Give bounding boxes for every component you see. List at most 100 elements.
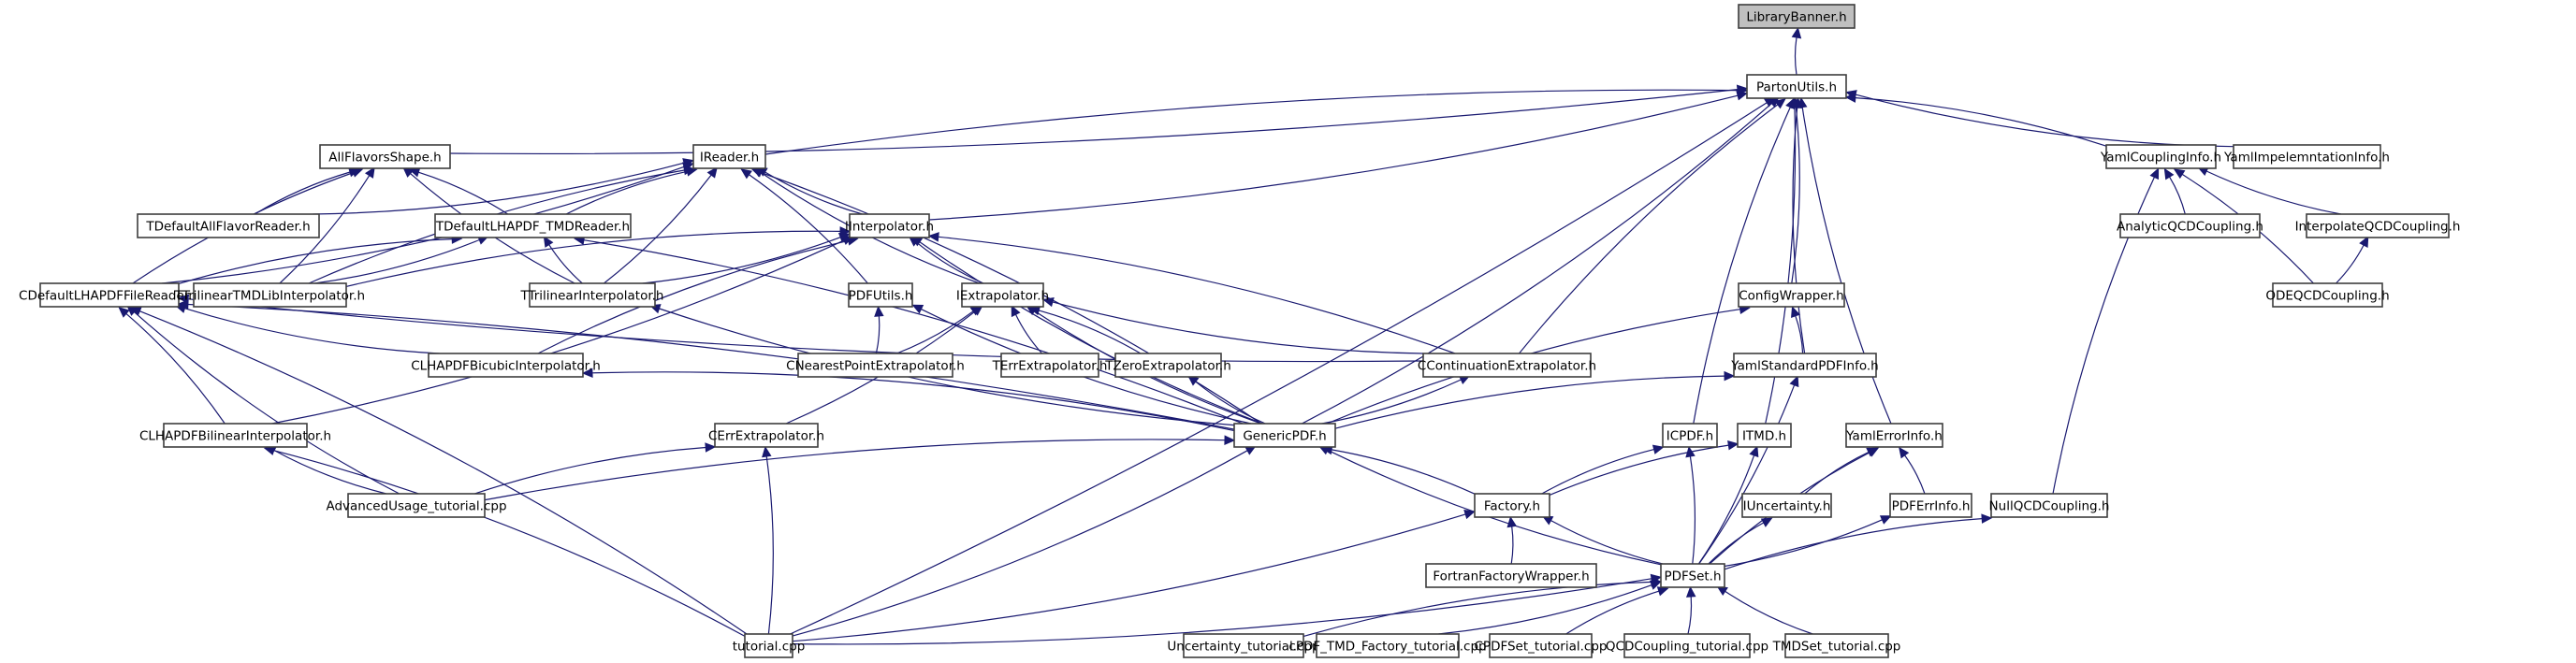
edge-line xyxy=(1765,107,1797,425)
arrowhead-icon xyxy=(1224,435,1236,445)
node-cnearestpointextrapolator-h[interactable]: CNearestPointExtrapolator.h xyxy=(786,353,965,378)
node-yamlstandardpdfinfo-h[interactable]: YamlStandardPDFInfo.h xyxy=(1730,353,1879,378)
edge-partonutils-to-librarybanner xyxy=(1791,26,1802,76)
node-iinterpolator-h[interactable]: IInterpolator.h xyxy=(845,213,934,238)
node-itmd-h[interactable]: ITMD.h xyxy=(1737,423,1792,448)
node-cdefaultlhapdffilereader-h[interactable]: CDefaultLHAPDFFileReader.h xyxy=(19,282,200,308)
node-ttrilineartmdlibinterpolator-h[interactable]: TTrilinearTMDLibInterpolator.h xyxy=(174,282,365,308)
node-configwrapper-h[interactable]: ConfigWrapper.h xyxy=(1738,282,1845,308)
edge-yamlstandardpdfinfo-to-configwrapper xyxy=(1791,306,1804,354)
node-label: TMDSet_tutorial.cpp xyxy=(1772,640,1901,655)
node-label: IUncertainty.h xyxy=(1743,499,1831,514)
edge-tzeroextrapolator-to-iextrapolator xyxy=(1028,305,1142,354)
node-icpdf-h[interactable]: ICPDF.h xyxy=(1662,423,1718,448)
node-tzeroextrapolator-h[interactable]: TZeroExtrapolator.h xyxy=(1104,353,1231,378)
node-cpdf-tmd-factory-tutorial-cpp[interactable]: cPDF_TMD_Factory_tutorial.cpp xyxy=(1288,633,1487,658)
arrowhead-icon xyxy=(1506,515,1518,528)
node-genericpdf-h[interactable]: GenericPDF.h xyxy=(1233,423,1336,448)
node-yamlcouplinginfo-h[interactable]: YamlCouplingInfo.h xyxy=(2100,144,2221,169)
node-yamlimpelemntationinfo-h[interactable]: YamlImpelemntationInfo.h xyxy=(2223,144,2390,169)
node-label: QCDCoupling_tutorial.cpp xyxy=(1606,640,1768,655)
node-label: ICPDF.h xyxy=(1666,429,1713,444)
edge-line xyxy=(474,446,706,495)
edge-cnearestpointextrapolator-to-pdfutils xyxy=(874,305,884,354)
node-box xyxy=(2119,213,2261,238)
node-pdfutils-h[interactable]: PDFUtils.h xyxy=(848,282,913,308)
node-clhapdfbicubicinterpolator-h[interactable]: CLHAPDFBicubicInterpolator.h xyxy=(411,353,601,378)
edge-line xyxy=(279,175,371,284)
node-box xyxy=(434,213,632,238)
node-iextrapolator-h[interactable]: IExtrapolator.h xyxy=(956,282,1049,308)
node-ccontinuationextrapolator-h[interactable]: CContinuationExtrapolator.h xyxy=(1418,353,1596,378)
edge-line xyxy=(1804,451,1870,495)
node-analyticqcdcoupling-h[interactable]: AnalyticQCDCoupling.h xyxy=(2117,213,2263,238)
edge-clhapdfbilinearinterpolator-to-iinterpolator xyxy=(271,236,854,425)
edge-line xyxy=(254,171,351,215)
edge-clhapdfbilinearinterpolator-to-cdefaultlhapdffilereader xyxy=(118,307,226,425)
edge-yamlcouplinginfo-to-partonutils xyxy=(1844,93,2107,147)
arrowhead-icon xyxy=(1463,510,1476,520)
node-qcdcoupling-tutorial-cpp[interactable]: QCDCoupling_tutorial.cpp xyxy=(1606,633,1768,658)
node-iuncertainty-h[interactable]: IUncertainty.h xyxy=(1741,493,1832,518)
node-label: CLHAPDFBilinearInterpolator.h xyxy=(139,429,331,444)
edge-line xyxy=(1303,581,1652,638)
edge-line xyxy=(1549,444,1729,496)
node-ireader-h[interactable]: IReader.h xyxy=(692,144,766,169)
node-tdefaultlhapdf-tmdreader-h[interactable]: TDefaultLHAPDF_TMDReader.h xyxy=(434,213,632,238)
edge-line xyxy=(792,578,1652,645)
node-factory-h[interactable]: Factory.h xyxy=(1474,493,1550,518)
node-tdefaultallflavorreader-h[interactable]: TDefaultAllFlavorReader.h xyxy=(137,213,320,238)
arrowhead-icon xyxy=(683,165,695,176)
node-nullqcdcoupling-h[interactable]: NullQCDCoupling.h xyxy=(1989,493,2110,518)
arrowhead-icon xyxy=(1789,375,1799,388)
edge-fortranfactorywrapper-to-factory xyxy=(1506,515,1518,565)
edge-tutorial-to-factory xyxy=(792,510,1476,642)
node-ttrilinearinterpolator-h[interactable]: TTrilinearInterpolator.h xyxy=(519,282,664,308)
node-cerrextrapolator-h[interactable]: CErrExtrapolator.h xyxy=(708,423,824,448)
edge-cpdfset-tutorial-to-pdfset xyxy=(1565,586,1669,635)
node-box xyxy=(137,213,320,238)
node-odeqcdcoupling-h[interactable]: ODEQCDCoupling.h xyxy=(2265,282,2390,308)
node-label: CErrExtrapolator.h xyxy=(708,429,824,444)
node-tutorial-cpp[interactable]: tutorial.cpp xyxy=(733,633,806,658)
edge-cpdf-tmd-factory-tutorial-to-pdfset xyxy=(1438,580,1662,635)
edge-line xyxy=(1565,590,1659,635)
node-terrextrapolator-h[interactable]: TErrExtrapolator.h xyxy=(992,353,1108,378)
node-label: LibraryBanner.h xyxy=(1746,10,1846,25)
node-label: FortranFactoryWrapper.h xyxy=(1433,569,1589,584)
node-label: ITMD.h xyxy=(1742,429,1786,444)
edge-line xyxy=(764,171,863,215)
node-cpdfset-tutorial-cpp[interactable]: CPDFSet_tutorial.cpp xyxy=(1475,633,1608,658)
node-box xyxy=(1623,633,1751,658)
node-partonutils-h[interactable]: PartonUtils.h xyxy=(1746,74,1847,99)
edge-line xyxy=(604,174,712,284)
node-label: CDefaultLHAPDFFileReader.h xyxy=(19,289,200,304)
node-tmdset-tutorial-cpp[interactable]: TMDSet_tutorial.cpp xyxy=(1772,633,1901,658)
edge-allflavorsshape-to-partonutils xyxy=(449,84,1749,155)
node-box xyxy=(1114,353,1222,378)
node-uncertainty-tutorial-cpp[interactable]: Uncertainty_tutorial.cpp xyxy=(1167,633,1320,658)
node-allflavorsshape-h[interactable]: AllFlavorsShape.h xyxy=(319,144,451,169)
node-pdferrinfo-h[interactable]: PDFErrInfo.h xyxy=(1889,493,1972,518)
node-label: PDFSet.h xyxy=(1664,569,1721,584)
edge-line xyxy=(659,308,1235,426)
edge-line xyxy=(1698,384,1796,565)
node-interpolateqcdcoupling-h[interactable]: InterpolateQCDCoupling.h xyxy=(2295,213,2461,238)
arrowhead-icon xyxy=(1981,513,1993,524)
node-yamlerrorinfo-h[interactable]: YamlErrorInfo.h xyxy=(1845,423,1943,448)
node-label: CContinuationExtrapolator.h xyxy=(1418,359,1596,374)
node-clhapdfbilinearinterpolator-h[interactable]: CLHAPDFBilinearInterpolator.h xyxy=(139,423,331,448)
node-fortranfactorywrapper-h[interactable]: FortranFactoryWrapper.h xyxy=(1425,563,1597,588)
arrowhead-icon xyxy=(1867,447,1880,457)
node-box xyxy=(961,282,1044,308)
node-advancedusage-tutorial-cpp[interactable]: AdvancedUsage_tutorial.cpp xyxy=(326,493,507,518)
node-pdfset-h[interactable]: PDFSet.h xyxy=(1660,563,1725,588)
node-box xyxy=(1889,493,1972,518)
arrowhead-icon xyxy=(1899,446,1910,459)
edge-genericpdf-to-cdefaultlhapdffilereader xyxy=(177,299,1235,430)
arrowhead-icon xyxy=(1879,515,1892,525)
node-librarybanner-h[interactable]: LibraryBanner.h xyxy=(1738,4,1856,29)
arrowhead-icon xyxy=(911,304,924,314)
edge-qcdcoupling-tutorial-to-pdfset xyxy=(1685,585,1696,635)
